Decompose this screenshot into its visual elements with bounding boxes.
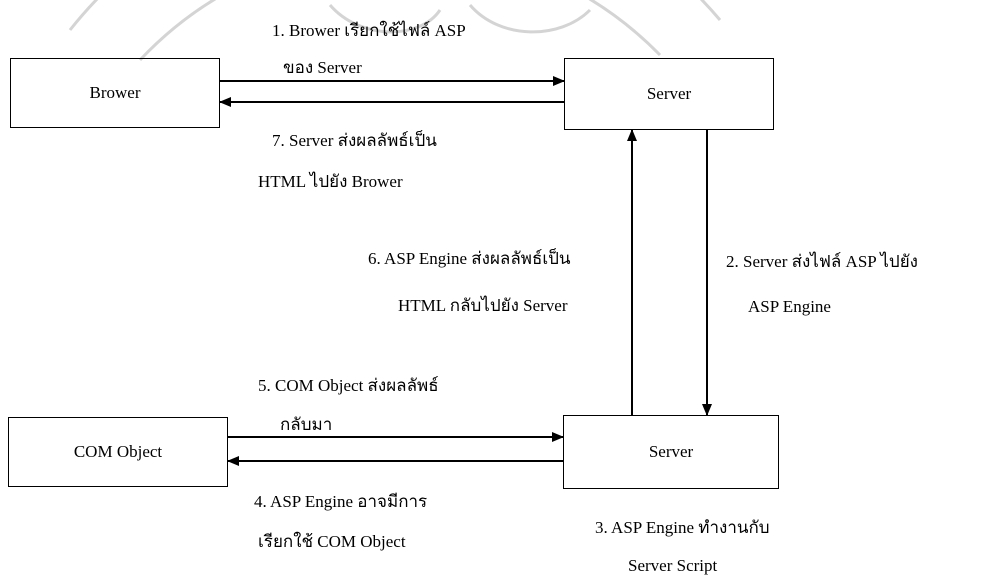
browser-label: Brower [89, 83, 141, 102]
step-7-line-2: HTML ไปยัง Brower [258, 172, 403, 191]
com-object-box: COM Object [8, 417, 228, 487]
step-5-line-1: 5. COM Object ส่งผลลัพธ์ [258, 376, 439, 395]
step-1-line-1: 1. Brower เรียกใช้ไฟล์ ASP [272, 21, 466, 40]
step-3-line-2: Server Script [628, 556, 718, 575]
server-box-top: Server [564, 58, 774, 130]
step-3-line-1: 3. ASP Engine ทำงานกับ [595, 518, 770, 537]
com-object-label: COM Object [73, 442, 163, 461]
server-top-label: Server [646, 84, 692, 103]
step-4-line-1: 4. ASP Engine อาจมีการ [254, 492, 428, 511]
step-2-line-1: 2. Server ส่งไฟล์ ASP ไปยัง [726, 252, 918, 271]
step-5-line-2: กลับมา [280, 415, 333, 434]
step-6-line-2: HTML กลับไปยัง Server [398, 296, 568, 315]
step-6-line-1: 6. ASP Engine ส่งผลลัพธ์เป็น [368, 249, 571, 268]
server-box-bottom: Server [563, 415, 779, 489]
step-7-line-1: 7. Server ส่งผลลัพธ์เป็น [272, 131, 437, 150]
step-2-line-2: ASP Engine [748, 297, 831, 316]
step-1-line-2: ของ Server [283, 58, 362, 77]
step-4-line-2: เรียกใช้ COM Object [258, 532, 406, 551]
browser-box: Brower [10, 58, 220, 128]
server-bottom-label: Server [648, 442, 694, 461]
